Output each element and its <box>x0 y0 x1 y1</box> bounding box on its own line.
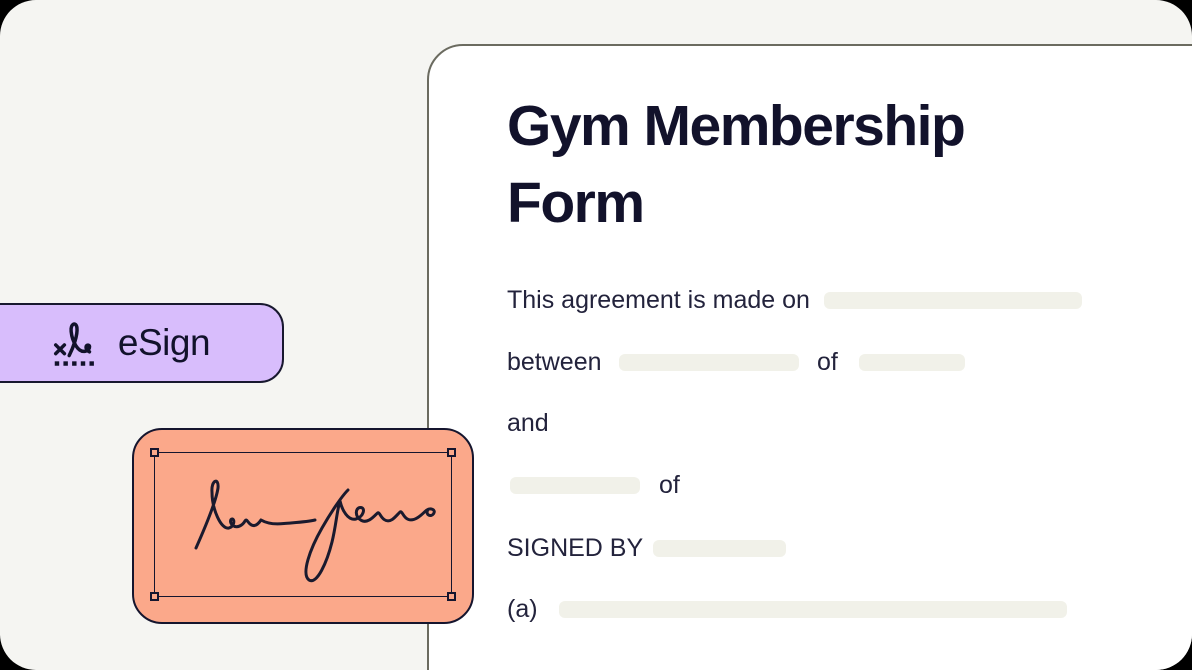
placeholder-date-field[interactable] <box>824 292 1082 309</box>
placeholder-name-field[interactable] <box>619 354 799 371</box>
page-title-line2: Form <box>507 171 645 235</box>
page-title: Gym Membership Form <box>507 88 966 242</box>
signature-scribble <box>194 479 436 583</box>
form-text: This agreement is made on <box>507 286 810 314</box>
form-text: (a) <box>507 595 538 623</box>
placeholder-clause-field[interactable] <box>559 601 1067 618</box>
form-text: SIGNED BY <box>507 534 644 562</box>
placeholder-address-field[interactable] <box>859 354 965 371</box>
resize-handle-top-left[interactable] <box>150 448 159 457</box>
signature-field[interactable] <box>132 428 474 624</box>
signature-icon <box>53 322 94 366</box>
esign-badge-label: eSign <box>117 322 211 363</box>
form-text: of <box>659 471 680 499</box>
document-card: Gym Membership Form This agreement is ma… <box>427 44 1192 670</box>
esign-badge[interactable]: eSign <box>0 303 284 383</box>
selection-frame <box>150 448 456 601</box>
page-title-line1: Gym Membership <box>507 94 966 158</box>
resize-handle-bottom-right[interactable] <box>447 592 456 601</box>
resize-handle-top-right[interactable] <box>447 448 456 457</box>
placeholder-signer-field[interactable] <box>653 540 786 557</box>
form-text: between <box>507 348 602 376</box>
resize-handle-bottom-left[interactable] <box>150 592 159 601</box>
placeholder-name-field-2[interactable] <box>510 477 640 494</box>
form-text: and <box>507 409 549 437</box>
form-text: of <box>817 348 838 376</box>
